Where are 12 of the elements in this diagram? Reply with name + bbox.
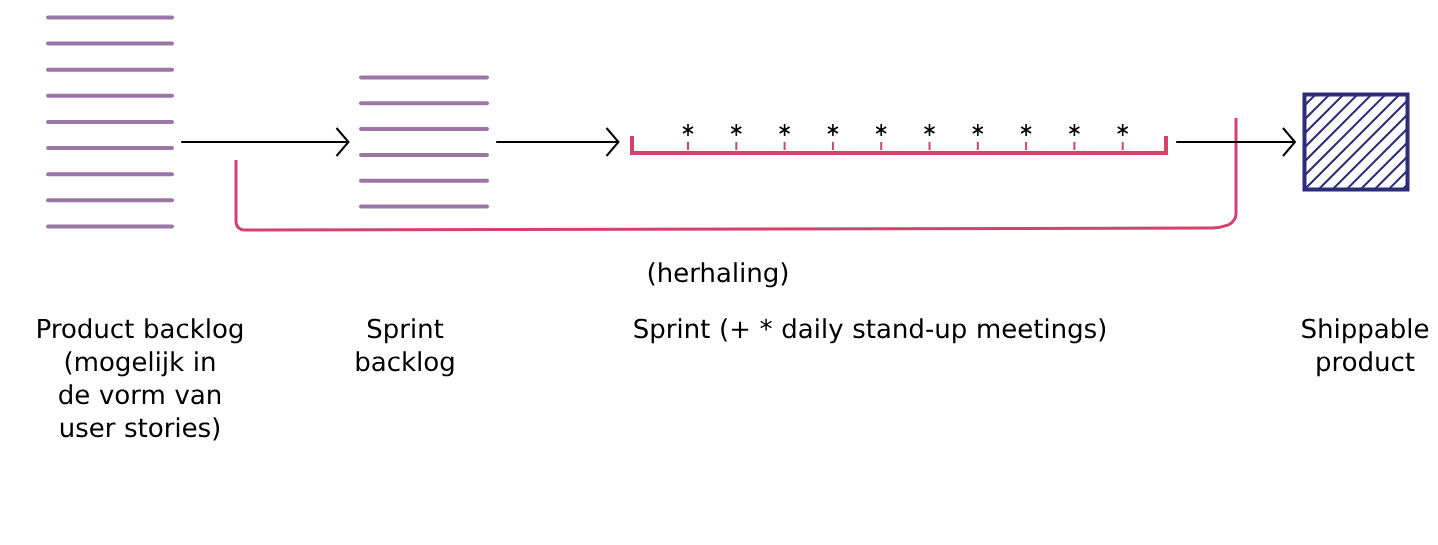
arrow — [495, 127, 620, 157]
caption: Sprint (+ * daily stand-up meetings) — [634, 318, 1106, 344]
hatched-square — [1302, 92, 1410, 192]
arrow — [180, 127, 350, 157]
sprint-bar — [630, 123, 1168, 155]
backlog-drawing — [359, 75, 489, 209]
caption: Sprint backlog — [356, 318, 454, 377]
caption: Product backlog (mogelijk in de vorm van user stories) — [38, 318, 243, 441]
caption: Shippable product — [1302, 318, 1429, 377]
backlog-drawing — [46, 15, 174, 229]
loop-label: (herhaling) — [648, 262, 788, 288]
arrow — [1175, 127, 1297, 157]
